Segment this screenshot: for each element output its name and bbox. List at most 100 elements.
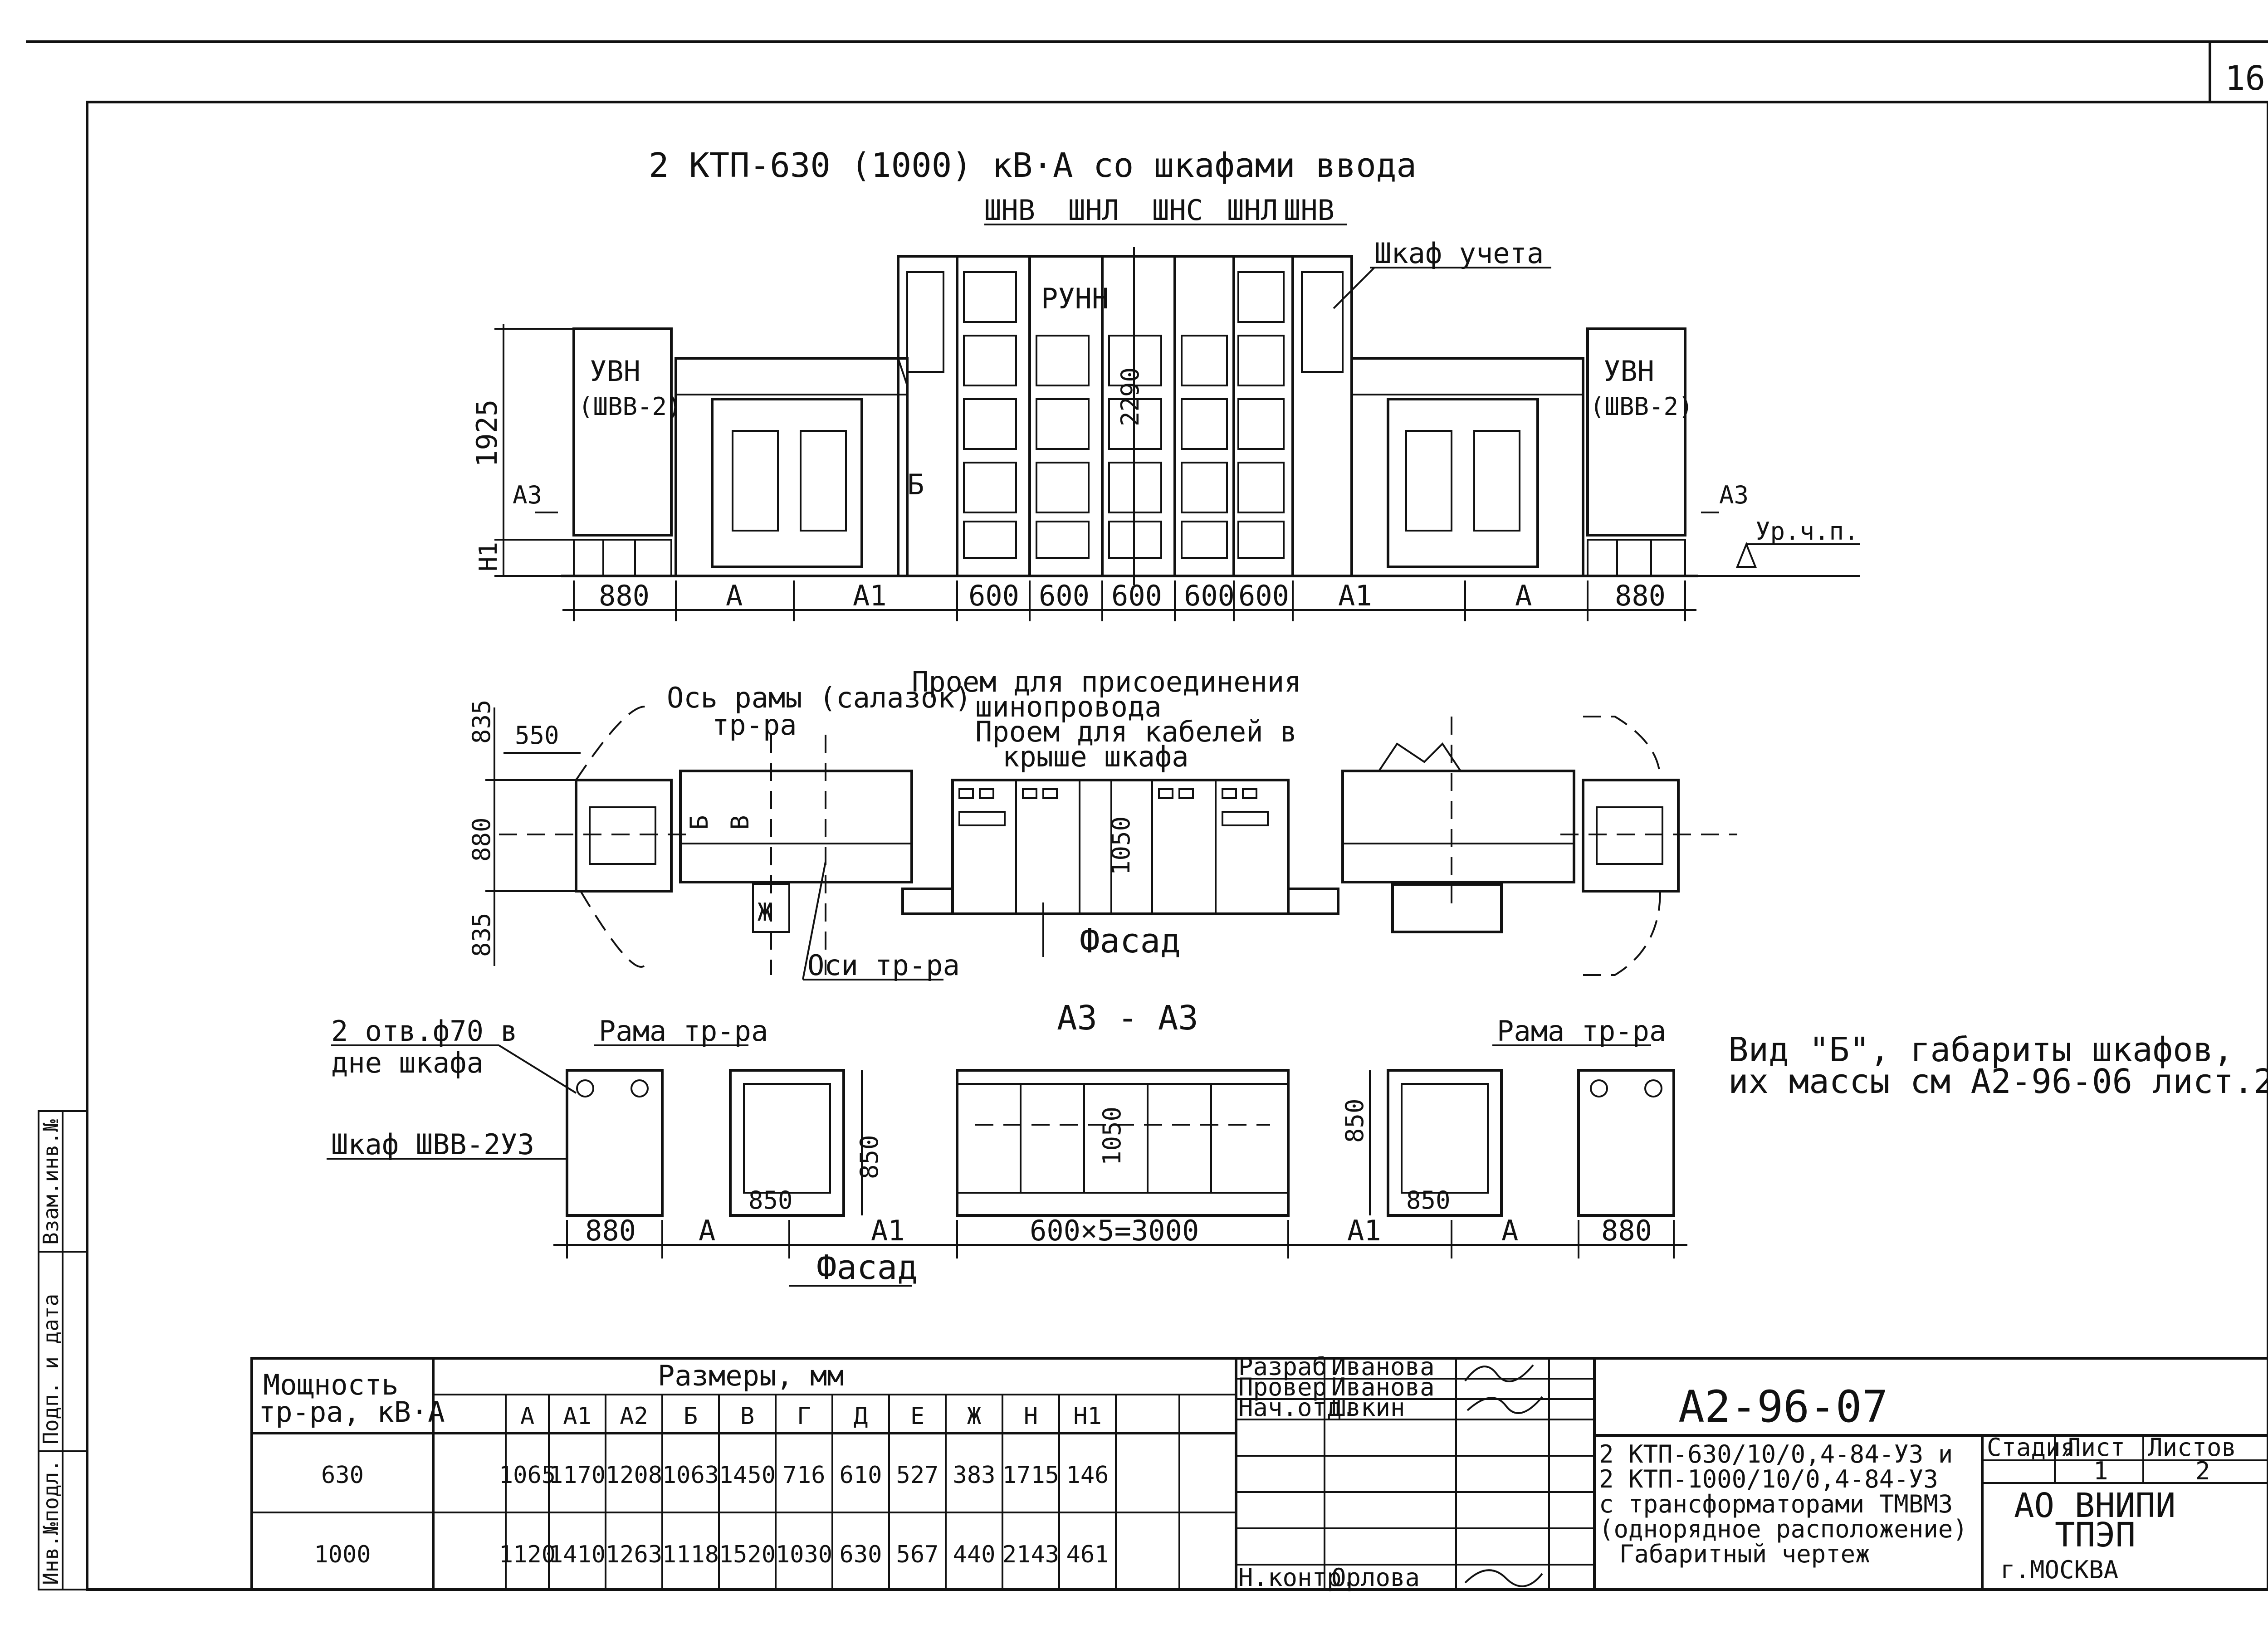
axis-frame-label: Ось рамы (салазок) [667, 681, 972, 714]
sheet-frame [86, 101, 2268, 1591]
org-1: АО ВНИПИ [2014, 1486, 2175, 1525]
name-check: Иванова [1331, 1373, 1435, 1401]
edim-a-right: А [1515, 579, 1532, 612]
table-cell: 630 [840, 1541, 882, 1568]
edim-880-right: 880 [1615, 579, 1666, 612]
section-view: А3 - А3 2 отв.ф70 в дне шкафа Рама тр-ра… [327, 999, 2268, 1287]
edim-600-1: 600 [968, 579, 1019, 612]
name-norm: Орлова [1331, 1563, 1420, 1592]
table-head-sizes: Размеры, мм [658, 1359, 844, 1392]
right-uvn-sublabel: (ШВВ-2) [1590, 392, 1693, 421]
sdim-a1-left: А1 [871, 1214, 905, 1247]
plan-dim-550: 550 [515, 721, 559, 750]
plan-dim-835-top: 835 [467, 699, 496, 744]
desc-4: (однорядное расположение) [1599, 1515, 1968, 1543]
table-row-power: 630 [321, 1462, 364, 1489]
opening-cable-label: Проем для кабелей в [975, 715, 1297, 748]
table-cell: 1030 [776, 1541, 832, 1568]
org-3: г.МОСКВА [2000, 1556, 2118, 1584]
desc-3: с трансформаторами ТМВМ3 [1599, 1490, 1953, 1518]
signature-2 [1466, 1396, 1543, 1414]
page-number: 16 [2225, 59, 2265, 98]
table-cell: 1208 [606, 1462, 662, 1489]
desc-1: 2 КТП-630/10/0,4-84-У3 и [1599, 1440, 1953, 1468]
plan-facade: Фасад [1080, 922, 1181, 961]
sdim-a-left: А [699, 1214, 715, 1247]
cabinet-label-3: ШНС [1152, 194, 1203, 227]
axis-frame-label-2: тр-ра [712, 708, 797, 741]
table-col-header: Н [1024, 1403, 1038, 1430]
uchet-label: Шкаф учета [1374, 237, 1544, 270]
table-col-header: Б [684, 1403, 698, 1430]
right-dim-850-h: 850 [1406, 1186, 1451, 1215]
table-cell: 1118 [662, 1541, 719, 1568]
axes-label: Оси тр-ра [807, 949, 960, 982]
signature-1 [1464, 1364, 1534, 1382]
sdim-880-left: 880 [585, 1214, 636, 1247]
side-label-replace: Взам.инв.№ [39, 1119, 63, 1245]
ref-note: Вид "Б", габариты шкафов, [1728, 1030, 2234, 1069]
side-label-sign: Подп. и дата [39, 1294, 63, 1444]
side-stamp: Инв.№подл. Подп. и дата Взам.инв.№ [38, 1110, 88, 1590]
table-cell: 1450 [719, 1462, 776, 1489]
sheets-header: Листов [2148, 1433, 2236, 1462]
plan-dim-880: 880 [467, 817, 496, 862]
sdim-a-right: А [1501, 1214, 1518, 1247]
cabinet-label-4: ШНЛ [1227, 194, 1278, 227]
table-cell: 716 [783, 1462, 826, 1489]
title-block: Разраб. Провер. Нач.отд. Н.контр. Иванов… [1235, 1352, 2268, 1592]
h1-dim: Н1 [474, 542, 503, 571]
holes-note-2: дне шкафа [331, 1046, 484, 1079]
table-cell: 1263 [606, 1541, 662, 1568]
plan-dim-835-bottom: 835 [467, 912, 496, 957]
table-cell: 1715 [1002, 1462, 1059, 1489]
table-cell: 1410 [549, 1541, 606, 1568]
side-label-inv: Инв.№подл. [39, 1459, 63, 1585]
arrow-b-label: Б [907, 468, 924, 501]
section-dim-ticks [566, 1220, 1675, 1258]
table-head-power-2: тр-ра, кВ·А [259, 1395, 445, 1429]
table-col-header: А2 [620, 1403, 648, 1430]
left-uvn-label: УВН [590, 355, 640, 388]
mark-v: В [726, 815, 754, 830]
section-title: А3 - А3 [1057, 999, 1198, 1038]
edim-600-5: 600 [1238, 579, 1289, 612]
drawing-code: А2-96-07 [1678, 1381, 1888, 1432]
table-col-header: Е [910, 1403, 924, 1430]
mark-zh: Ж [758, 898, 772, 927]
cabinet-note: Шкаф ШВВ-2У3 [331, 1128, 534, 1161]
opening-bus-label-2: шинопровода [975, 690, 1162, 723]
table-cell: 1520 [719, 1541, 776, 1568]
edim-a1-left: А1 [853, 579, 887, 612]
table-cell: 610 [840, 1462, 882, 1489]
elevation-title: 2 КТП-630 (1000) кВ·А со шкафами ввода [649, 146, 1417, 185]
table-cell: 2143 [1002, 1541, 1059, 1568]
sheets-total: 2 [2195, 1457, 2210, 1485]
ref-note-2: их массы см А2-96-06 лист.2. [1728, 1062, 2268, 1101]
desc-5: Габаритный чертеж [1619, 1540, 1870, 1568]
sheet-number: 1 [2093, 1457, 2108, 1485]
name-dev: Иванова [1331, 1352, 1435, 1381]
switchgear-panels [906, 255, 1344, 577]
table-col-header: Ж [967, 1403, 981, 1430]
table-col-header: В [740, 1403, 754, 1430]
level-label: Ур.ч.п. [1755, 517, 1859, 546]
table-cell: 461 [1066, 1541, 1109, 1568]
table-cell: 146 [1066, 1462, 1109, 1489]
plan-view: Ось рамы (салазок) тр-ра Проем для присо… [467, 665, 1737, 982]
dim-2290: 2290 [1116, 367, 1144, 426]
section-left-label: А3 [513, 481, 542, 509]
table-row-power: 1000 [314, 1541, 371, 1568]
table-cell: 527 [896, 1462, 939, 1489]
table-col-header: Д [854, 1403, 868, 1430]
table-column-lines [505, 1395, 1180, 1590]
section-dim-1050: 1050 [1098, 1107, 1126, 1166]
table-col-header: Г [797, 1403, 811, 1430]
table-cell: 567 [896, 1541, 939, 1568]
table-cell: 440 [953, 1541, 996, 1568]
table-cell: 1120 [499, 1541, 556, 1568]
elevation-dim-ticks [573, 580, 1686, 621]
opening-bus-label: Проем для присоединения [912, 665, 1301, 698]
left-dim-850-v: 850 [855, 1135, 884, 1179]
